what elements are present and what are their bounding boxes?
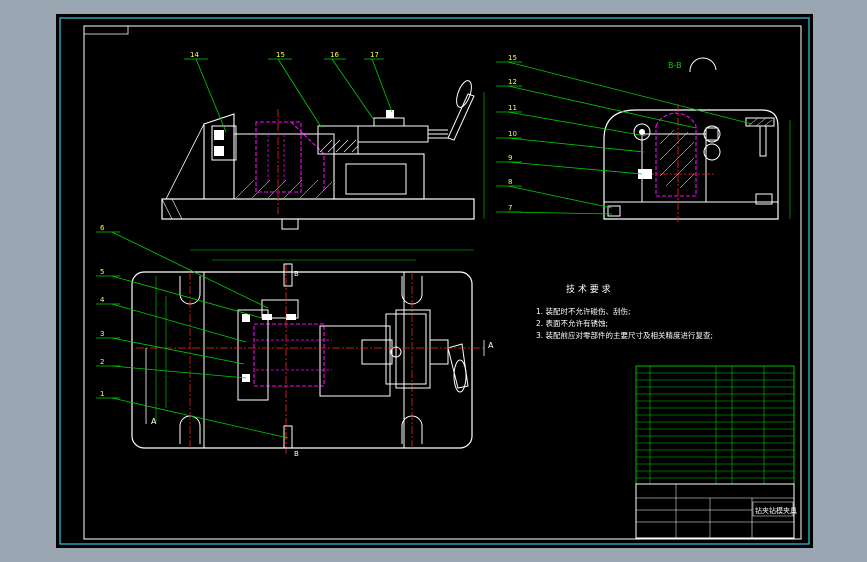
tech-note-3: 3. 装配前应对零部件的主要尺寸及相关精度进行复查; bbox=[536, 330, 713, 340]
callout-16: 16 bbox=[330, 51, 339, 59]
plan-view: B B A A 6 5 4 bbox=[96, 224, 494, 458]
tech-title: 技 术 要 求 bbox=[566, 283, 611, 295]
outer-frame bbox=[59, 17, 810, 545]
corner-tag bbox=[84, 26, 129, 35]
callout-plan-2: 2 bbox=[100, 358, 104, 366]
tech-requirements: 技 术 要 求 1. 装配时不允许碰伤、刮伤; 2. 表面不允许有锈蚀; 3. … bbox=[536, 283, 713, 340]
callout-side-12: 12 bbox=[508, 78, 517, 86]
callout-plan-6: 6 bbox=[100, 224, 105, 232]
title-block-name: 钻夹钻模夹具 bbox=[755, 506, 797, 515]
parts-list bbox=[635, 365, 795, 485]
callout-side-9: 9 bbox=[508, 154, 512, 162]
front-view: 14 15 16 17 bbox=[161, 51, 485, 230]
section-a-right: A bbox=[488, 341, 494, 350]
callout-plan-1: 1 bbox=[100, 390, 104, 398]
callout-17: 17 bbox=[370, 51, 379, 59]
callout-side-15: 15 bbox=[508, 54, 517, 62]
side-view-bb: B-B bbox=[496, 54, 791, 222]
drawing-viewport[interactable]: 14 15 16 17 B-B bbox=[56, 14, 813, 548]
title-block: 钻夹钻模夹具 bbox=[635, 483, 797, 539]
inner-frame bbox=[83, 25, 802, 540]
section-a-left: A bbox=[151, 417, 157, 426]
callout-14: 14 bbox=[190, 51, 199, 59]
callout-plan-3: 3 bbox=[100, 330, 104, 338]
tech-note-2: 2. 表面不允许有锈蚀; bbox=[536, 318, 608, 328]
section-b-top: B bbox=[294, 270, 299, 278]
callout-side-11: 11 bbox=[508, 104, 517, 112]
callout-15: 15 bbox=[276, 51, 285, 59]
callout-plan-4: 4 bbox=[100, 296, 105, 304]
callout-side-7: 7 bbox=[508, 204, 512, 212]
callout-side-10: 10 bbox=[508, 130, 517, 138]
drawing-canvas[interactable]: 14 15 16 17 B-B bbox=[56, 14, 813, 548]
callout-side-8: 8 bbox=[508, 178, 512, 186]
tech-note-1: 1. 装配时不允许碰伤、刮伤; bbox=[536, 306, 631, 316]
section-label: B-B bbox=[668, 61, 682, 70]
callout-plan-5: 5 bbox=[100, 268, 104, 276]
section-b-bottom: B bbox=[294, 450, 299, 458]
